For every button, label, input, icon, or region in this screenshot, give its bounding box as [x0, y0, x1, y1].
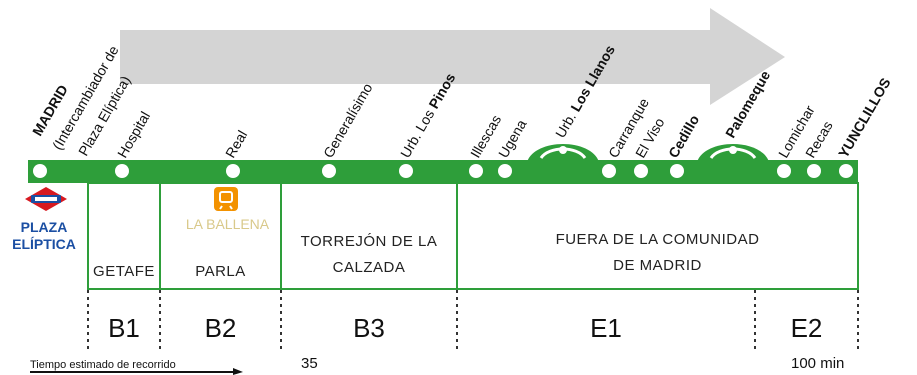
- stop-dot: [634, 164, 648, 178]
- zone-getafe: GETAFE: [93, 263, 155, 280]
- stop-dot: [469, 164, 483, 178]
- stop-dot: [399, 164, 413, 178]
- stop-dot: [777, 164, 791, 178]
- fare-zone-e2: E2: [790, 313, 823, 343]
- stop-dot: [807, 164, 821, 178]
- stop-dot: [670, 164, 684, 178]
- fare-zone-b3: B3: [353, 313, 385, 343]
- ballena-station-label: LA BALLENA: [185, 216, 270, 232]
- fare-zone-b2: B2: [204, 313, 237, 343]
- stop-dot: [602, 164, 616, 178]
- metro-station-name: PLAZA ELÍPTICA: [4, 219, 84, 253]
- zone-torrejon: TORREJÓN DE LA CALZADA: [281, 232, 457, 278]
- metro-line1: PLAZA: [20, 219, 68, 235]
- zone-torrejon-line2: CALZADA: [332, 259, 406, 276]
- zone-fuera-line1: FUERA DE LA COMUNIDAD: [555, 231, 760, 248]
- travel-time-arrow-icon: [30, 368, 243, 375]
- travel-time-label: Tiempo estimado de recorrido: [30, 359, 176, 371]
- stop-dot: [839, 164, 853, 178]
- stop-dot: [226, 164, 240, 178]
- fare-zone-b1: B1: [108, 313, 140, 343]
- zone-fuera-line2: DE MADRID: [613, 257, 702, 274]
- stop-dot: [498, 164, 512, 178]
- ballena-station-icon: [214, 187, 238, 211]
- bus-stop-icon-palomeque: [697, 144, 769, 162]
- metro-logo-icon: [25, 187, 67, 211]
- stop-dot: [33, 164, 47, 178]
- metro-line2: ELÍPTICA: [12, 236, 76, 252]
- zone-torrejon-line1: TORREJÓN DE LA: [300, 233, 438, 250]
- travel-time-end: 100 min: [791, 355, 845, 372]
- zone-parla: PARLA: [195, 263, 246, 280]
- zone-fuera-comunidad: FUERA DE LA COMUNIDAD DE MADRID: [457, 230, 858, 276]
- stop-dot: [115, 164, 129, 178]
- stop-dot: [322, 164, 336, 178]
- fare-zone-e1: E1: [590, 313, 622, 343]
- bus-stop-icon-los-llanos: [527, 144, 599, 162]
- travel-time-mid: 35: [301, 355, 318, 372]
